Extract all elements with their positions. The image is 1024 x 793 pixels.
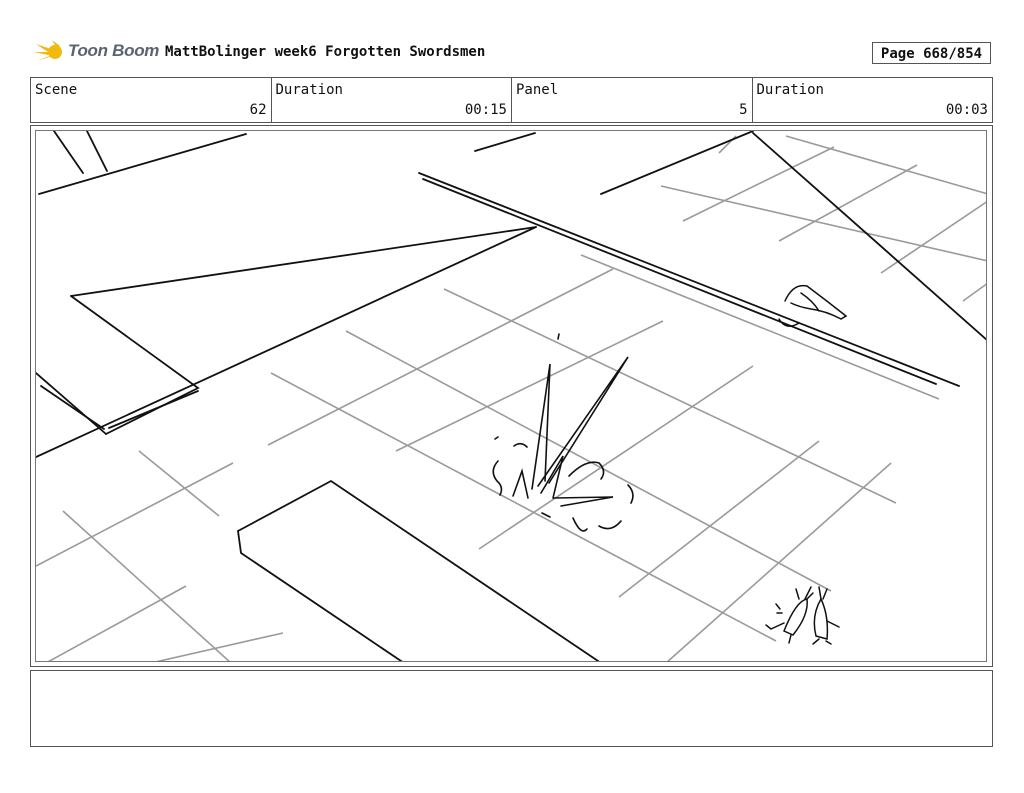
- panel-label: Panel: [516, 82, 559, 98]
- figure-on-ledge: [778, 284, 848, 327]
- info-row: Scene 62 Duration 00:15 Panel 5 Duration…: [30, 77, 993, 123]
- storyboard-sketch: [36, 131, 986, 661]
- panel-duration-label: Duration: [756, 82, 824, 98]
- toon-boom-star-icon: [34, 40, 62, 61]
- floor-grid: [36, 135, 986, 661]
- panel-notes: [30, 670, 993, 747]
- scene-value: 62: [249, 102, 267, 118]
- panel-value: 5: [739, 102, 748, 118]
- structure-lines: [36, 131, 986, 661]
- scene-duration-label: Duration: [275, 82, 343, 98]
- scene-duration-cell: Duration 00:15: [272, 78, 512, 122]
- panel-duration-cell: Duration 00:03: [753, 78, 993, 122]
- storyboard-panel: [35, 130, 987, 662]
- logo-text: Toon Boom: [68, 41, 160, 60]
- scene-label: Scene: [35, 82, 78, 98]
- sword-strike: [492, 333, 634, 532]
- panel-duration-value: 00:03: [945, 102, 988, 118]
- scene-cell: Scene 62: [31, 78, 272, 122]
- panel-cell: Panel 5: [512, 78, 753, 122]
- page-number: Page 668/854: [872, 42, 991, 64]
- scene-duration-value: 00:15: [464, 102, 507, 118]
- panel-notes-text: [31, 671, 992, 679]
- carrot-creatures: [765, 586, 840, 645]
- panel-frame: [30, 125, 993, 667]
- document-title: MattBolinger week6 Forgotten Swordsmen: [165, 44, 486, 60]
